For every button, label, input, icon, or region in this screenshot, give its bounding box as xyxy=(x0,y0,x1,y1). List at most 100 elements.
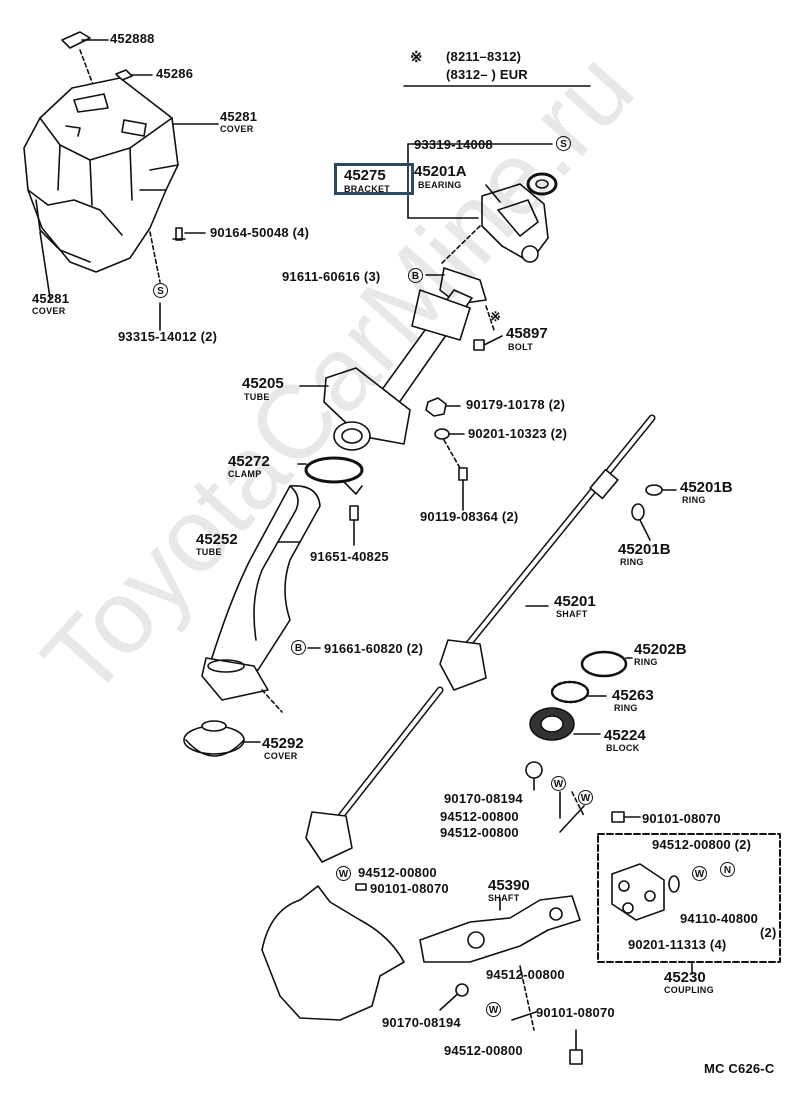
part-name-45201b-2: RING xyxy=(620,557,644,567)
bolt-45897-drawing xyxy=(473,335,503,351)
w-symbol-icon: W xyxy=(692,866,707,881)
part-no-90101c[interactable]: 90101-08070 xyxy=(536,1005,615,1020)
header-range-1: (8211–8312) xyxy=(446,49,522,64)
b-symbol-icon: B xyxy=(408,268,423,283)
hardware-90170a-drawing xyxy=(525,761,543,791)
screw-90119-drawing xyxy=(443,439,468,511)
part-no-94512d[interactable]: 94512-00800 xyxy=(358,865,437,880)
part-no-45281-bottom[interactable]: 45281 xyxy=(32,291,70,306)
screw-90164-drawing xyxy=(172,227,206,241)
w-symbol-icon: W xyxy=(578,790,593,805)
cover-45292-drawing xyxy=(183,720,261,757)
diagram-code: MC C626-C xyxy=(704,1061,775,1076)
part-no-94512b[interactable]: 94512-00800 xyxy=(440,825,519,840)
part-no-94110[interactable]: 94110-40800 xyxy=(680,911,759,926)
part-no-45201b-1[interactable]: 45201B xyxy=(680,479,733,496)
part-no-90201b[interactable]: 90201-11313 (4) xyxy=(628,937,727,952)
block-45224-drawing xyxy=(529,707,601,741)
part-no-45286[interactable]: 45286 xyxy=(156,66,194,81)
w-symbol-icon: W xyxy=(551,776,566,791)
header-range-2: (8312– ) EUR xyxy=(446,67,528,82)
header-mark: ※ xyxy=(410,49,423,66)
lower-tube-45252-drawing xyxy=(201,485,321,713)
part-name-45201a: BEARING xyxy=(418,180,462,190)
part-no-94110-qty: (2) xyxy=(760,925,777,940)
part-no-94512f[interactable]: 94512-00800 xyxy=(444,1043,523,1058)
ring-45263-drawing xyxy=(550,680,607,704)
b-symbol-icon: B xyxy=(291,640,306,655)
washer-90201a-drawing xyxy=(434,428,465,440)
part-name-45202b: RING xyxy=(634,657,658,667)
part-name-45272: CLAMP xyxy=(228,469,262,479)
part-no-45897[interactable]: 45897 xyxy=(506,325,548,342)
part-name-45281-bottom: COVER xyxy=(32,306,66,316)
highlight-box xyxy=(334,163,414,195)
part-no-45224[interactable]: 45224 xyxy=(604,727,646,744)
part-no-91661[interactable]: 91661-60820 (2) xyxy=(324,641,424,656)
main-shaft-45201-drawing xyxy=(305,414,656,863)
part-name-45281-top: COVER xyxy=(220,124,254,134)
w-symbol-icon: W xyxy=(336,866,351,881)
part-name-45263: RING xyxy=(614,703,638,713)
clamp-45272-drawing xyxy=(297,456,364,495)
part-no-45202b[interactable]: 45202B xyxy=(634,641,687,658)
part-name-45201b-1: RING xyxy=(682,495,706,505)
part-no-91611[interactable]: 91611-60616 (3) xyxy=(282,269,381,284)
hardware-94512-group-drawing xyxy=(559,791,641,833)
s-symbol-icon: S xyxy=(153,283,168,298)
part-no-90101a[interactable]: 90101-08070 xyxy=(642,811,721,826)
part-no-45292[interactable]: 45292 xyxy=(262,735,304,752)
part-name-45205: TUBE xyxy=(244,392,270,402)
upper-tube-45205-drawing xyxy=(299,267,495,451)
part-no-452888[interactable]: 452888 xyxy=(110,31,155,46)
part-no-45205[interactable]: 45205 xyxy=(242,375,284,392)
part-no-90170a[interactable]: 90170-08194 xyxy=(444,791,523,806)
part-no-45281-top[interactable]: 45281 xyxy=(220,109,258,124)
part-no-93319[interactable]: 93319-14008 xyxy=(414,137,493,152)
n-symbol-icon: N xyxy=(720,862,735,877)
bracket-45275-drawing xyxy=(407,143,558,266)
column-cover-drawing xyxy=(23,77,219,299)
nut-90179-drawing xyxy=(425,397,461,417)
part-name-45230: COUPLING xyxy=(664,985,714,995)
part-no-90201a[interactable]: 90201-10323 (2) xyxy=(468,426,568,441)
part-no-91651[interactable]: 91651-40825 xyxy=(310,549,389,564)
part-no-45275[interactable]: 45275 xyxy=(344,167,386,184)
part-name-45224: BLOCK xyxy=(606,743,640,753)
gearbox-drawing xyxy=(261,885,405,1021)
part-no-45272[interactable]: 45272 xyxy=(228,453,270,470)
s-symbol-icon: S xyxy=(556,136,571,151)
part-name-45252: TUBE xyxy=(196,547,222,557)
part-no-94512c[interactable]: 94512-00800 (2) xyxy=(652,837,752,852)
part-no-45201a[interactable]: 45201A xyxy=(414,163,467,180)
part-name-45201: SHAFT xyxy=(556,609,588,619)
part-no-90101b[interactable]: 90101-08070 xyxy=(370,881,449,896)
part-name-45897: BOLT xyxy=(508,342,534,352)
part-no-45390[interactable]: 45390 xyxy=(488,877,530,894)
part-no-45201[interactable]: 45201 xyxy=(554,593,596,610)
part-no-90179[interactable]: 90179-10178 (2) xyxy=(466,397,566,412)
part-no-90164[interactable]: 90164-50048 (4) xyxy=(210,225,310,240)
part-no-45201b-2[interactable]: 45201B xyxy=(618,541,671,558)
part-no-93315[interactable]: 93315-14012 (2) xyxy=(118,329,218,344)
part-name-45275: BRACKET xyxy=(344,184,391,194)
coupling-45230-drawing xyxy=(597,833,781,975)
part-no-45230[interactable]: 45230 xyxy=(664,969,706,986)
lower-shaft-45390-drawing xyxy=(419,895,581,963)
part-no-45252[interactable]: 45252 xyxy=(196,531,238,548)
ring-45201b-drawing xyxy=(631,484,677,541)
screw-91651-drawing xyxy=(349,505,359,546)
part-no-45263[interactable]: 45263 xyxy=(612,687,654,704)
hardware-bottom-drawing xyxy=(355,883,583,1065)
w-symbol-icon: W xyxy=(486,1002,501,1017)
part-no-94512a[interactable]: 94512-00800 xyxy=(440,809,519,824)
ring-45202b-drawing xyxy=(580,650,633,678)
part-name-45292: COVER xyxy=(264,751,298,761)
part-no-90119[interactable]: 90119-08364 (2) xyxy=(420,509,519,524)
part-no-90170b[interactable]: 90170-08194 xyxy=(382,1015,461,1030)
part-name-45390: SHAFT xyxy=(488,893,520,903)
part-no-94512e[interactable]: 94512-00800 xyxy=(486,967,565,982)
asterisk-mark: ※ xyxy=(490,309,502,324)
